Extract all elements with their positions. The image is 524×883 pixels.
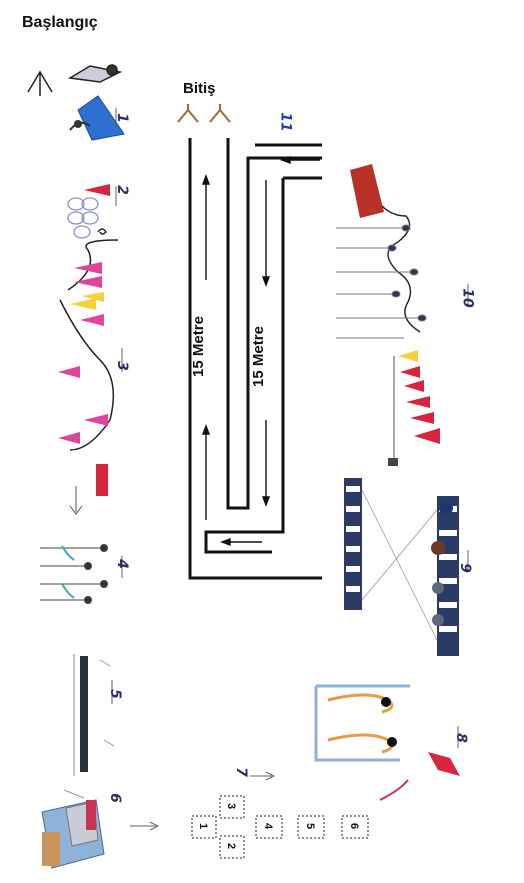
station-3-exit-arrow	[69, 486, 83, 515]
station-10-drawing	[336, 164, 440, 466]
station-number-11: 11	[277, 112, 294, 132]
finish-title: Bitiş	[183, 80, 216, 97]
station-2-drawing	[67, 184, 110, 239]
station-number-9: 9	[456, 563, 473, 573]
station-number-4: 4	[113, 559, 130, 569]
station-number-7: 7	[232, 767, 249, 777]
grid-cell-4	[255, 815, 283, 839]
grid-cell-1	[191, 815, 217, 839]
station-number-6: 6	[106, 793, 123, 803]
grid-number-5: 5	[304, 822, 317, 830]
start-title: Başlangıç	[22, 14, 98, 31]
track-outer-line	[188, 138, 322, 580]
station-number-3: 3	[113, 361, 130, 371]
arrow-down-icon	[261, 276, 271, 287]
track-inner-line	[204, 176, 322, 554]
track-arrows	[201, 155, 320, 547]
grid-cell-3	[219, 795, 245, 819]
arrow-left-icon	[280, 155, 291, 165]
station-9-drawing	[344, 478, 459, 656]
station-7-grid	[191, 795, 369, 859]
station-5-drawing	[73, 654, 115, 776]
station-1-drawing	[27, 64, 125, 141]
grid-cell-5	[297, 815, 325, 839]
grid-number-6: 6	[348, 822, 361, 830]
grid-cell-2	[219, 835, 245, 859]
grid-number-1: 1	[197, 822, 210, 830]
station-marker-arrows	[111, 108, 469, 748]
track-left-label: 15 Metre	[189, 316, 207, 377]
track-middle-line	[226, 138, 322, 510]
station-7-arrow	[250, 771, 276, 781]
station-8-drawing	[314, 684, 460, 801]
grid-number-2: 2	[225, 842, 238, 850]
station-number-2: 2	[113, 185, 130, 195]
station-4-drawing	[40, 544, 108, 604]
finish-markers	[177, 104, 231, 123]
arrow-up-icon	[201, 174, 211, 185]
station-6-arrow	[130, 821, 160, 831]
station-number-8: 8	[452, 733, 469, 743]
arrow-down-icon	[261, 496, 271, 507]
station-number-1: 1	[113, 113, 130, 123]
grid-number-3: 3	[225, 802, 238, 810]
track-lines	[188, 138, 322, 580]
station-3-drawing	[58, 239, 119, 496]
station-number-10: 10	[459, 288, 476, 308]
grid-cell-6	[341, 815, 369, 839]
arrow-up-icon	[201, 424, 211, 435]
station-6-drawing	[41, 789, 105, 869]
grid-number-4: 4	[262, 822, 275, 830]
station-number-5: 5	[106, 689, 123, 699]
arrow-left-icon	[220, 537, 231, 547]
track-right-label: 15 Metre	[249, 326, 267, 387]
